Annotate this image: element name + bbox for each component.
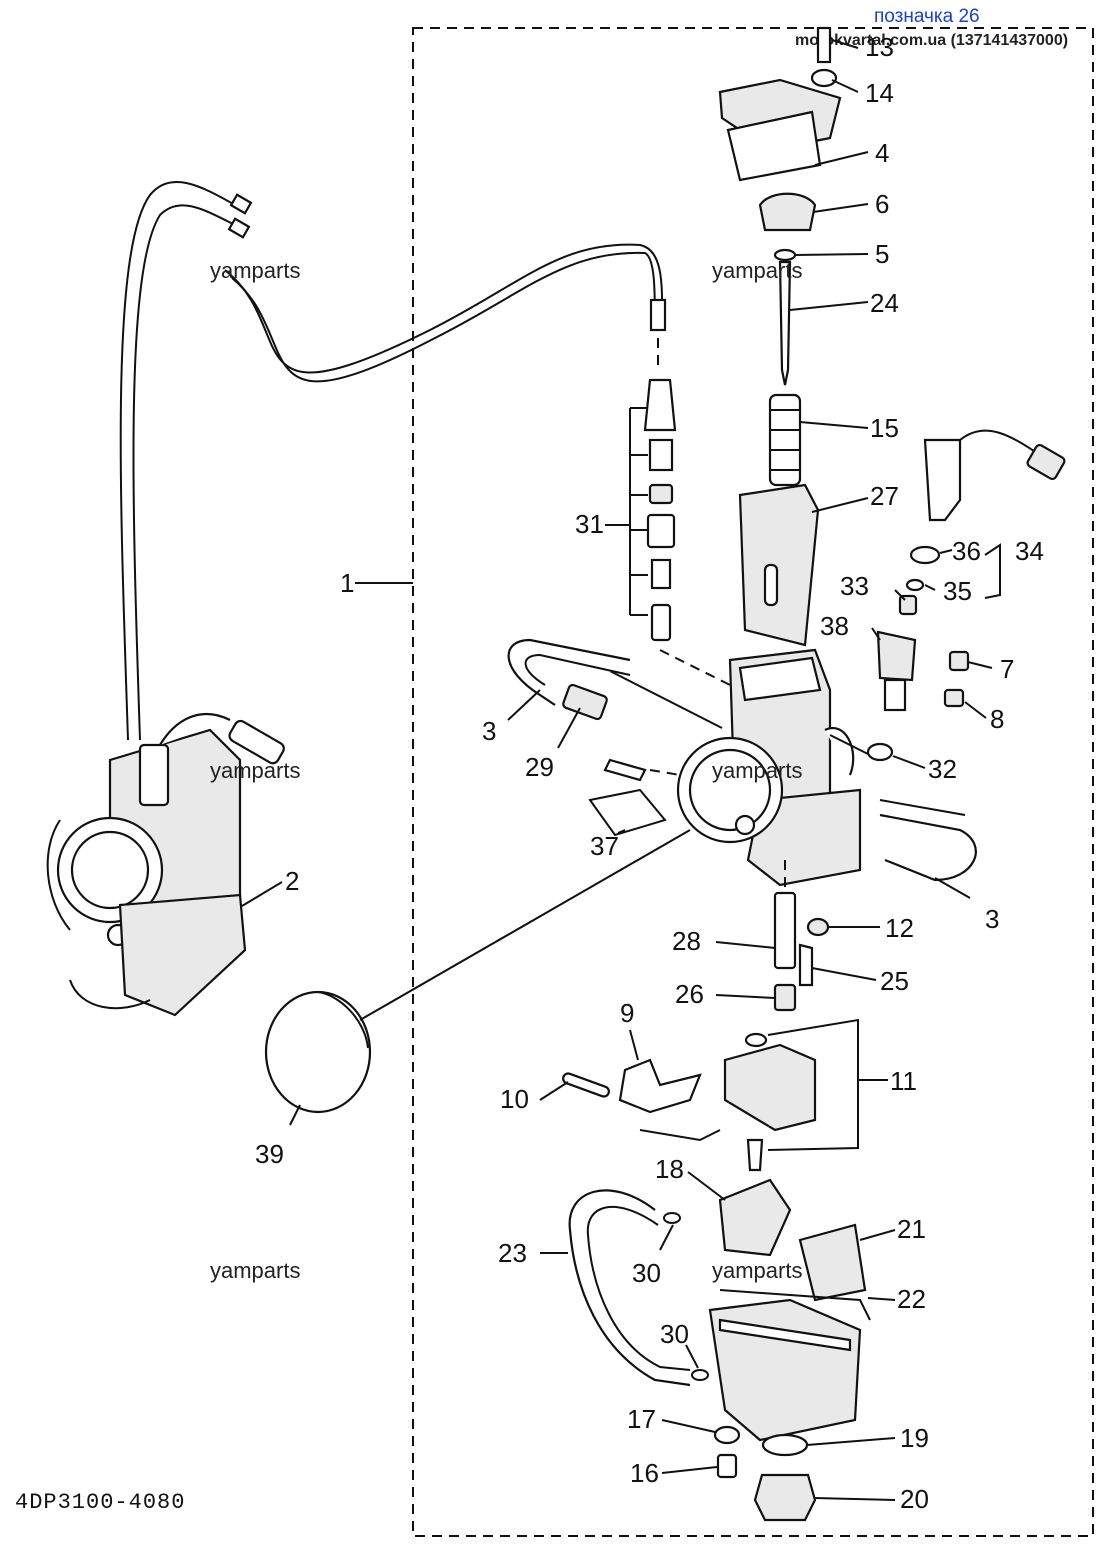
callout-3-left: 3 — [482, 716, 496, 746]
callout-30-bottom: 30 — [660, 1319, 689, 1349]
throttle-cable — [119, 180, 667, 741]
callout-14: 14 — [865, 78, 894, 108]
cable-adjuster-31 — [629, 378, 741, 691]
callout-29: 29 — [525, 752, 554, 782]
callout-30-top: 30 — [632, 1258, 661, 1288]
callout-32: 32 — [928, 754, 957, 784]
callout-19: 19 — [900, 1423, 929, 1453]
callout-39: 39 — [255, 1139, 284, 1169]
top-cap-group — [718, 26, 842, 232]
watermarks: yamparts yamparts yamparts yamparts yamp… — [210, 258, 802, 1283]
air-screw-37 — [588, 758, 681, 837]
callout-35: 35 — [943, 576, 972, 606]
cap-disc-39 — [264, 990, 372, 1114]
watermark: yamparts — [210, 1258, 300, 1283]
watermark: yamparts — [712, 758, 802, 783]
callout-20: 20 — [900, 1484, 929, 1514]
callout-33: 33 — [840, 571, 869, 601]
vent-hoses-3 — [507, 638, 977, 882]
callout-8: 8 — [990, 704, 1004, 734]
callout-27: 27 — [870, 481, 899, 511]
callout-2: 2 — [285, 866, 299, 896]
needle-slide-group — [738, 248, 820, 647]
watermark: yamparts — [712, 1258, 802, 1283]
assembled-carburetor — [46, 712, 285, 1017]
callout-36: 36 — [952, 536, 981, 566]
callout-numbers: 13 14 4 6 5 24 15 27 31 36 34 33 35 1 38… — [255, 32, 1044, 1514]
callout-9: 9 — [620, 998, 634, 1028]
callout-31: 31 — [575, 509, 604, 539]
jets-group — [773, 860, 830, 1012]
callout-3-right: 3 — [985, 904, 999, 934]
site-label: motokvartal.com.ua (137141437000) — [795, 32, 1068, 49]
callout-5: 5 — [875, 239, 889, 269]
callout-24: 24 — [870, 288, 899, 318]
diagram-code: 4DP3100-4080 — [15, 1490, 185, 1515]
callout-25: 25 — [880, 966, 909, 996]
watermark: yamparts — [210, 258, 300, 283]
clip-29 — [562, 683, 608, 721]
callout-15: 15 — [870, 413, 899, 443]
callout-11: 11 — [890, 1066, 917, 1096]
watermark: yamparts — [210, 758, 300, 783]
badge-label[interactable]: позначка 26 — [874, 6, 980, 27]
callout-1: 1 — [340, 568, 354, 598]
watermark: yamparts — [712, 258, 802, 283]
callout-7: 7 — [1000, 654, 1014, 684]
callout-17: 17 — [627, 1404, 656, 1434]
callout-18: 18 — [655, 1154, 684, 1184]
callout-37: 37 — [590, 831, 619, 861]
float-group — [562, 1032, 817, 1172]
callout-23: 23 — [498, 1238, 527, 1268]
callout-26: 26 — [675, 979, 704, 1009]
assembly-boundary — [412, 27, 1094, 1537]
callout-34: 34 — [1015, 536, 1044, 566]
callout-16: 16 — [630, 1458, 659, 1488]
carburetor-body — [607, 648, 881, 887]
callout-13: 13 — [865, 32, 894, 62]
float-bowl-group — [708, 1178, 871, 1522]
callout-4: 4 — [875, 138, 889, 168]
leader-lines — [241, 39, 1001, 1501]
overflow-hose-23 — [568, 1189, 709, 1387]
callout-28: 28 — [672, 926, 701, 956]
callout-22: 22 — [897, 1284, 926, 1314]
callout-10: 10 — [500, 1084, 529, 1114]
callout-6: 6 — [875, 189, 889, 219]
callout-21: 21 — [897, 1214, 926, 1244]
throttle-sensor-group — [866, 429, 1066, 762]
callout-38: 38 — [820, 611, 849, 641]
callout-12: 12 — [885, 913, 914, 943]
